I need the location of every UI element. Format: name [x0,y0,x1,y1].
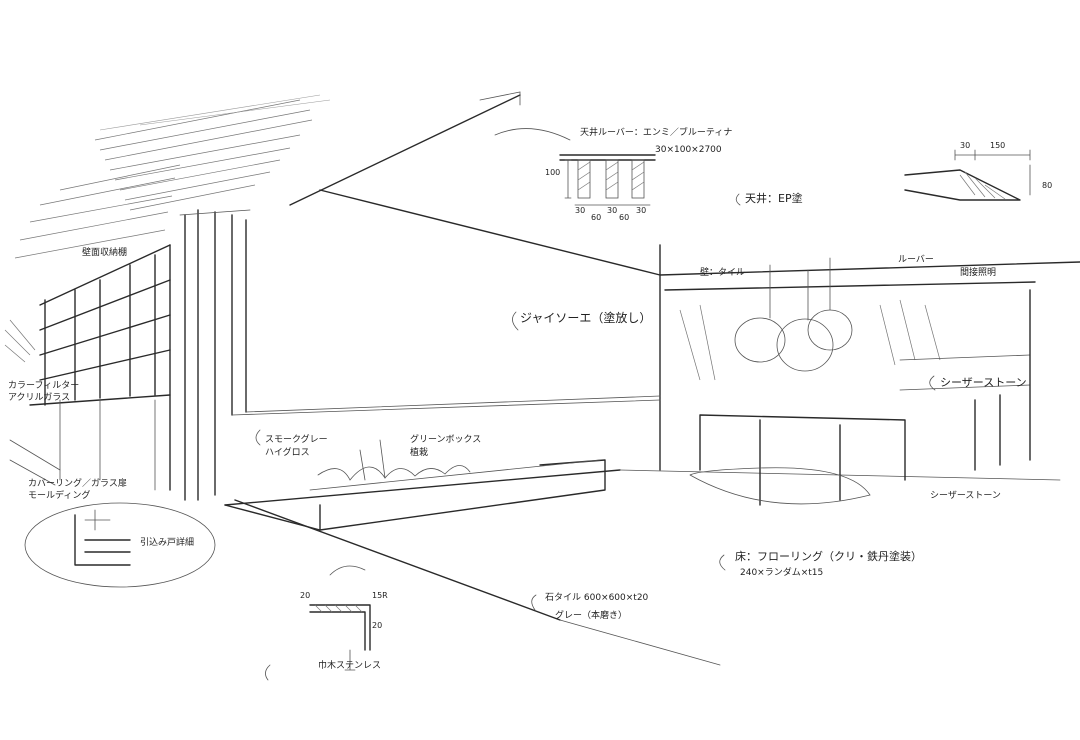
louver-label: ルーバー [898,254,934,265]
louver-dim-3: 30 [607,206,617,215]
tile-finish-label: グレー（本磨き） [555,609,627,621]
skirt-h-dim: 20 [300,591,310,600]
detail-circle [24,502,216,588]
detail-circle-label: 引込み戸詳細 [140,536,194,548]
ceiling-hatching [14,94,331,259]
louver-spec-label: 天井ルーバー：エンミ／ブルーティナ [580,126,732,138]
left-shelving [4,244,171,491]
louver-dim-1: 30 [575,206,585,215]
tile-spec-label: 石タイル 600×600×t20 [545,592,649,603]
planter-bench [224,439,606,531]
shelf-label: 壁面収納棚 [82,246,127,258]
skirting-detail [309,565,371,671]
wall-finish-label: ジャイソーエ（塗放し） [520,310,651,325]
louver-dim-2: 60 [591,213,601,222]
feature-wall [179,209,661,501]
perspective-frame [224,91,1080,666]
louver-dim-4: 60 [619,213,629,222]
louver-dim-5: 30 [636,206,646,215]
planter-label-1: スモークグレー [265,433,328,445]
louver-profile-detail [904,149,1031,201]
dining-area [679,257,1031,506]
profile-dim-2: 150 [990,141,1005,150]
left-finish-label: カバーリング／ガラス扉 [28,477,127,489]
floor-finish-label: 床：フローリング（クリ・鉄丹塗装） [735,549,922,563]
leader-marks [255,193,936,681]
planter-label-4: 植栽 [410,446,428,458]
profile-dim-1: 30 [960,141,970,150]
right-wall-label: 壁：タイル [700,266,745,278]
planter-label-3: グリーンボックス [410,433,481,445]
louver-size-label: 30×100×2700 [655,145,722,155]
left-finish-label-2: モールディング [28,489,90,501]
skirt-radius-dim: 15R [372,591,388,600]
floor-size-label: 240×ランダム×t15 [740,566,823,578]
stone-floor-label: シーザーストーン [930,490,1001,501]
left-side-label-2: アクリルガラス [8,392,70,403]
stone-counter-label: シーザーストーン [940,376,1027,389]
left-side-label: カラーフィルター [8,380,79,391]
skirt-d-dim: 20 [372,621,382,630]
louver-section-detail [494,128,656,206]
planter-label-2: ハイグロス [265,446,310,458]
skirting-label: 巾木ステンレス [318,659,381,671]
ceiling-paint-label: 天井：EP塗 [745,191,803,205]
profile-dim-3: 80 [1042,181,1052,190]
right-upper-label: 間接照明 [960,266,996,278]
louver-height-dim: 100 [545,168,560,177]
